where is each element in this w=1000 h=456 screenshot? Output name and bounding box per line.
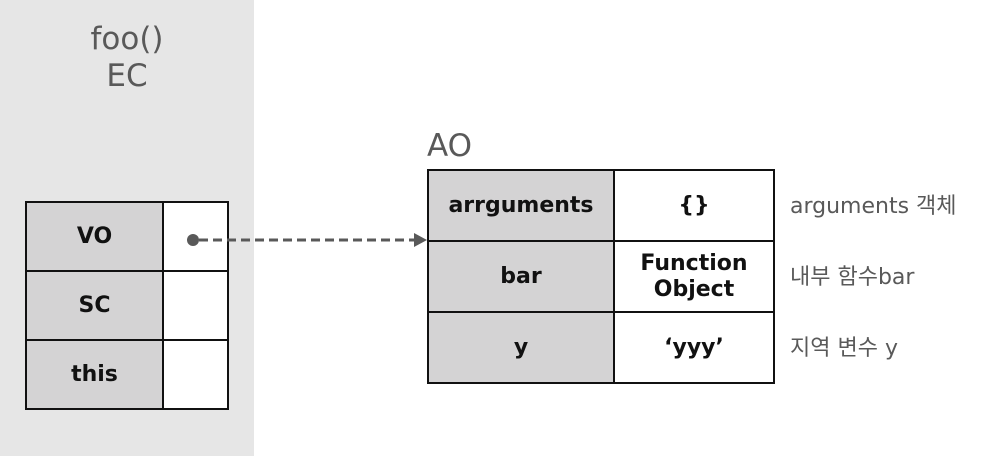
note-y: 지역 변수 y xyxy=(790,336,898,361)
ec-title-ec: EC xyxy=(106,58,148,94)
ec-key-vo: VO xyxy=(25,201,164,272)
ao-row-bar: bar Function Object xyxy=(427,240,775,313)
execution-context-table: VO SC this xyxy=(25,201,229,410)
ec-key-this: this xyxy=(25,339,164,410)
ao-value-bar: Function Object xyxy=(613,240,775,313)
ec-title-function: foo() xyxy=(90,21,164,57)
ao-key-arguments: arrguments xyxy=(427,169,615,242)
ec-value-sc xyxy=(162,270,229,341)
ao-label: AO xyxy=(427,128,473,164)
ao-key-bar: bar xyxy=(427,240,615,313)
ao-value-y-text: ‘yyy’ xyxy=(664,334,724,360)
ao-value-arguments: {} xyxy=(613,169,775,242)
pointer-dot-icon xyxy=(187,234,199,246)
note-arguments: arguments 객체 xyxy=(790,194,957,219)
note-bar: 내부 함수bar xyxy=(790,265,915,290)
arrowhead-icon xyxy=(414,233,427,247)
ec-row-vo: VO xyxy=(25,201,229,272)
ao-key-y: y xyxy=(427,311,615,384)
ec-value-vo xyxy=(162,201,229,272)
ec-row-sc: SC xyxy=(25,270,229,341)
ec-key-sc: SC xyxy=(25,270,164,341)
ao-row-arguments: arrguments {} xyxy=(427,169,775,242)
ec-row-this: this xyxy=(25,339,229,410)
ao-value-y: ‘yyy’ xyxy=(613,311,775,384)
activation-object-table: arrguments {} bar Function Object y ‘yyy… xyxy=(427,169,775,384)
ao-row-y: y ‘yyy’ xyxy=(427,311,775,384)
ec-value-this xyxy=(162,339,229,410)
ao-value-arguments-text: {} xyxy=(678,192,710,218)
ao-value-bar-line2: Object xyxy=(653,276,735,302)
ao-value-bar-line1: Function xyxy=(640,250,748,276)
